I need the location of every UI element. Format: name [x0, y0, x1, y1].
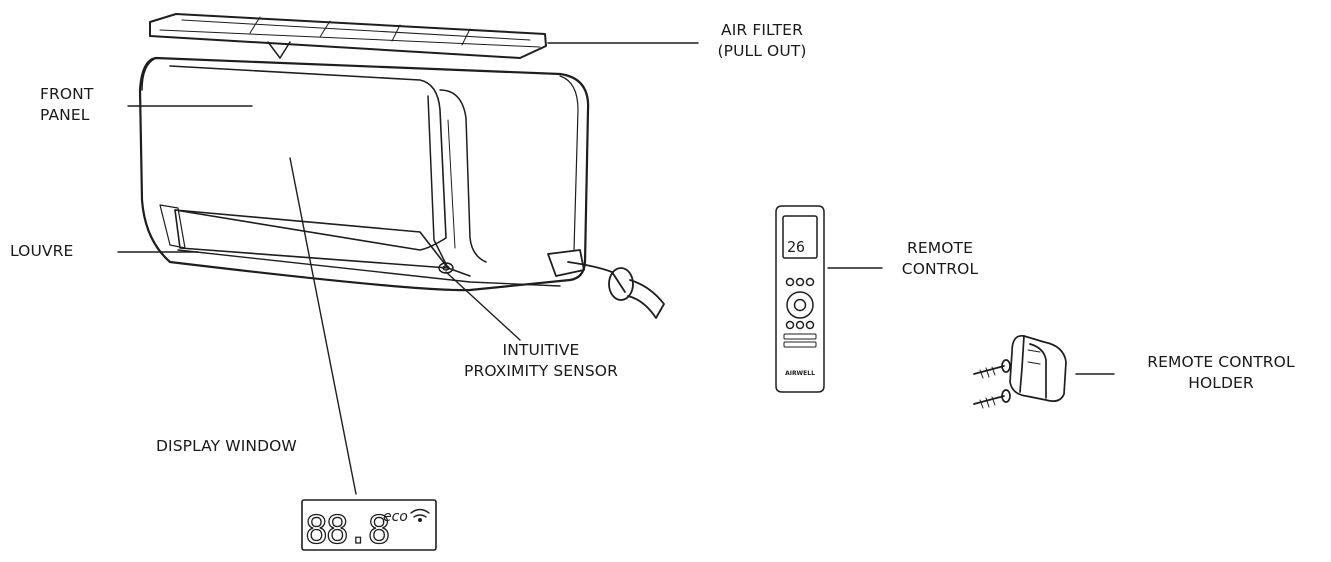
display-readout: 88.8 eco	[304, 507, 430, 553]
display-digits: 88.8	[305, 508, 389, 552]
air-filter	[149, 13, 547, 59]
unit-body	[138, 56, 590, 292]
remote-screen-value: 26	[787, 238, 805, 256]
remote-holder	[973, 334, 1067, 409]
label-front-panel: FRONT PANEL	[40, 85, 94, 124]
proximity-sensor	[438, 262, 454, 274]
label-proximity-sensor: INTUITIVE PROXIMITY SENSOR	[464, 341, 618, 380]
wifi-icon	[410, 508, 430, 523]
label-display-window: DISPLAY WINDOW	[156, 437, 297, 455]
louvre	[174, 209, 449, 269]
indoor-unit	[138, 13, 665, 319]
remote-control	[775, 205, 825, 393]
remote-screen: 26 AIRWELL	[785, 238, 815, 377]
display-eco: eco	[383, 509, 408, 525]
label-remote-holder: REMOTE CONTROL HOLDER	[1147, 353, 1295, 392]
label-louvre: LOUVRE	[10, 242, 74, 260]
front-panel	[169, 65, 447, 251]
leader-lines	[117, 42, 1115, 495]
label-remote-control: REMOTE CONTROL	[901, 239, 979, 278]
pipe-connection	[547, 249, 665, 319]
remote-brand: AIRWELL	[785, 370, 815, 377]
screw-2	[973, 389, 1011, 409]
label-air-filter: AIR FILTER (PULL OUT)	[717, 21, 807, 60]
screw-1	[973, 359, 1011, 379]
display-window	[301, 499, 437, 551]
